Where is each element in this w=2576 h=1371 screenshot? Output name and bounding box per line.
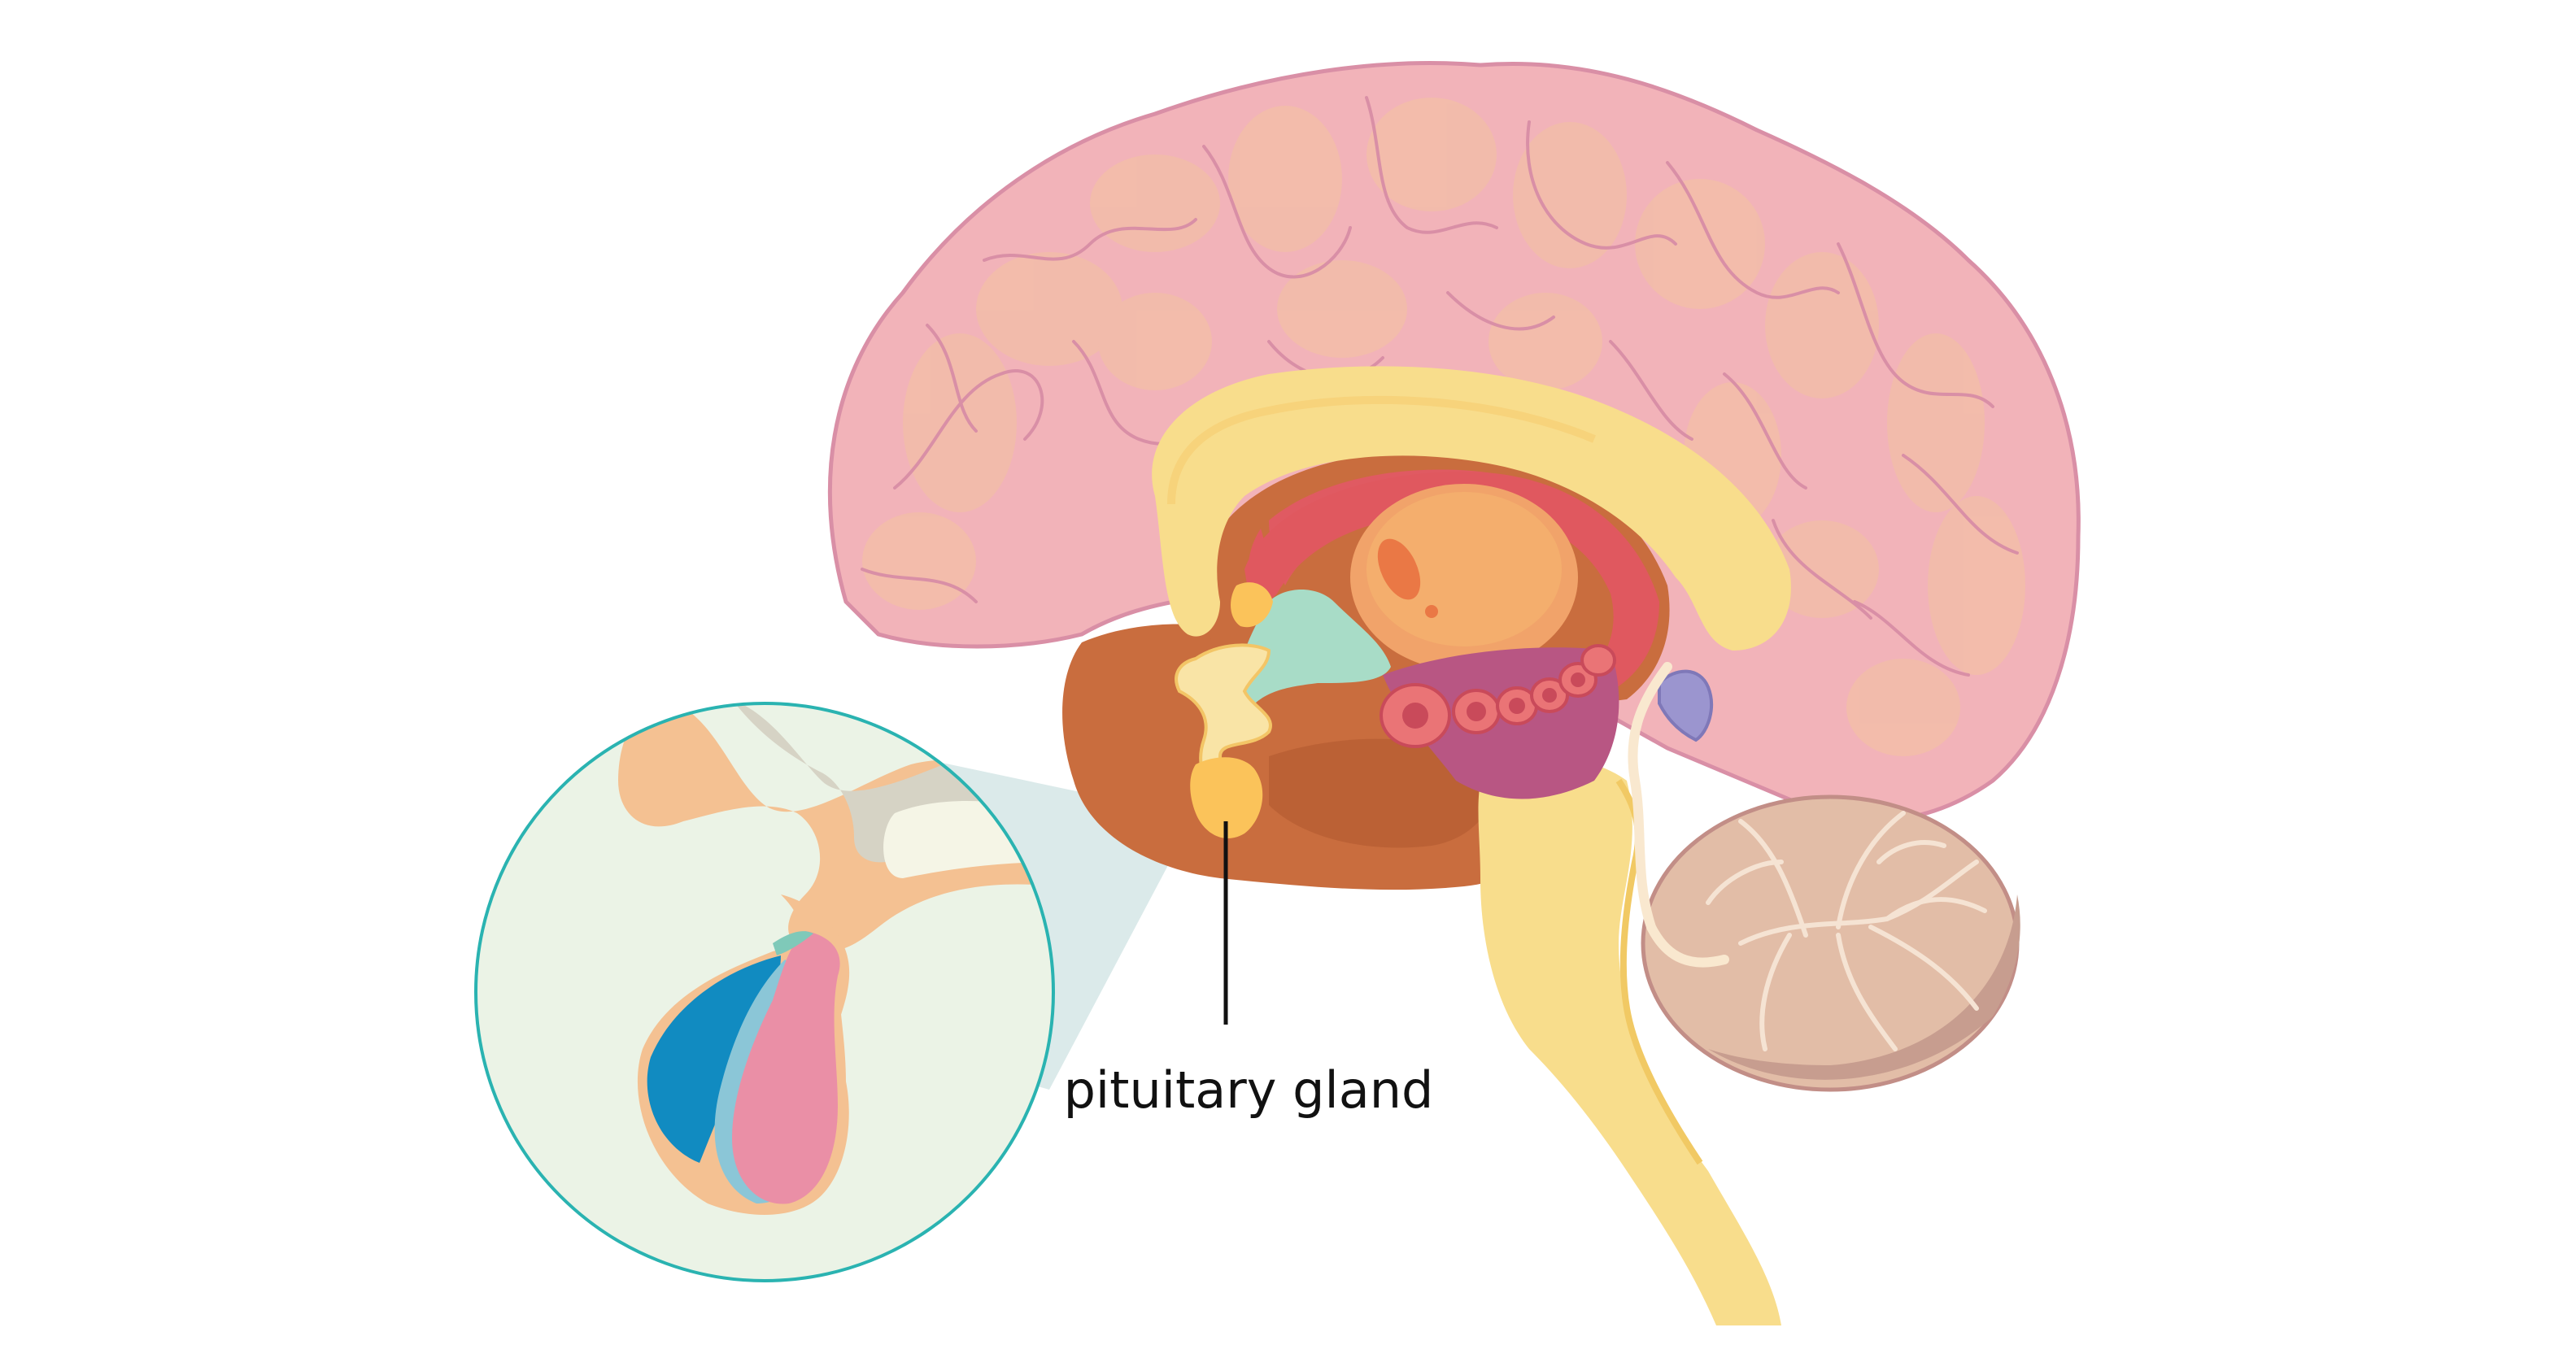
cerebellum — [1641, 794, 2020, 1092]
pituitary-gland — [1190, 757, 1263, 838]
pineal-gland — [1658, 669, 1713, 742]
brainstem — [1478, 753, 1781, 1325]
inset-border — [474, 702, 1055, 1282]
fourth-ventricle — [1628, 662, 1729, 968]
colliculi — [1380, 644, 1616, 748]
corpus-callosum — [1152, 366, 1791, 651]
hypothalamus — [1237, 590, 1391, 716]
optic-chiasm — [1175, 643, 1272, 799]
pituitary-label: pituitary gland — [1064, 1060, 1434, 1120]
